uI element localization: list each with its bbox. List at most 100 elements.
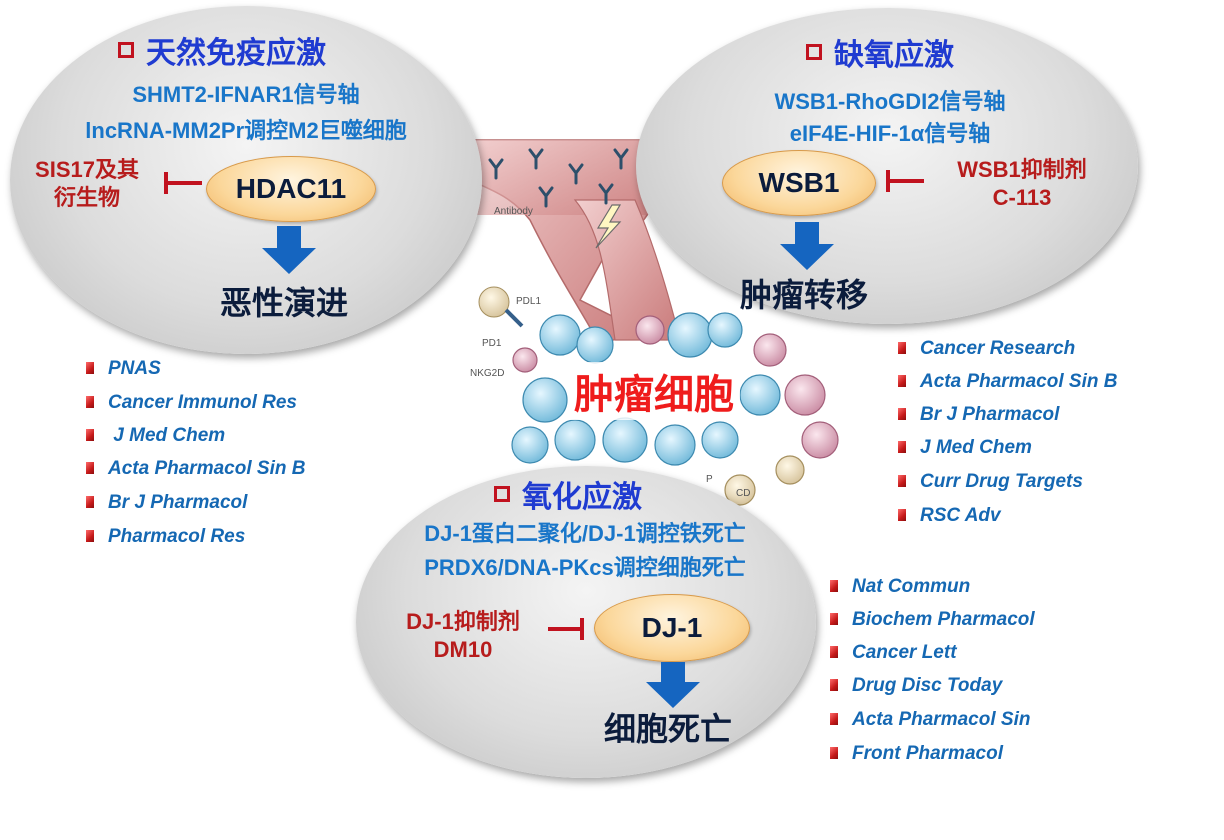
- reference-item: Biochem Pharmacol: [830, 609, 1035, 642]
- reference-item: Curr Drug Targets: [898, 471, 1117, 505]
- fragment-label-cd: CD: [736, 488, 750, 499]
- bullet-icon: [86, 496, 94, 508]
- reference-text: RSC Adv: [920, 505, 1001, 526]
- bullet-icon: [898, 441, 906, 453]
- bullet-icon: [898, 408, 906, 420]
- reference-text: Biochem Pharmacol: [852, 609, 1035, 630]
- reference-text: J Med Chem: [108, 425, 226, 446]
- hypoxia-inhibitor-line-2: C-113: [992, 185, 1052, 210]
- hypoxia-inhibitor: WSB1抑制剂 C-113: [942, 156, 1102, 212]
- bullet-icon: [830, 679, 838, 691]
- innate-title-text: 天然免疫应激: [146, 37, 326, 70]
- hypoxia-line-2: eIF4E-HIF-1α信号轴: [789, 121, 991, 146]
- down-arrow-icon: [780, 222, 834, 270]
- hypoxia-outcome: 肿瘤转移: [740, 277, 869, 313]
- fragment-label-p: P: [706, 474, 713, 485]
- reference-item: J Med Chem: [86, 425, 305, 458]
- innate-line-1: SHMT2-IFNAR1信号轴: [132, 82, 360, 107]
- hypoxia-title-text: 缺氧应激: [834, 39, 954, 72]
- hypoxia-reference-list: Cancer Research Acta Pharmacol Sin B Br …: [898, 338, 1117, 539]
- reference-text: Cancer Immunol Res: [108, 392, 297, 413]
- bullet-icon: [86, 362, 94, 374]
- lightning-icon: [595, 204, 622, 249]
- reference-text: Front Pharmacol: [852, 743, 1003, 764]
- hypoxia-inhibitor-line-1: WSB1抑制剂: [957, 157, 1087, 182]
- reference-text: Br J Pharmacol: [108, 492, 248, 513]
- reference-item: Front Pharmacol: [830, 743, 1035, 777]
- bullet-icon: [898, 342, 906, 354]
- oxidative-stress-title: 氧化应激: [494, 472, 642, 516]
- innate-inhibitor-line-2: 衍生物: [53, 185, 120, 210]
- hypoxia-stress-ellipse: [636, 8, 1138, 324]
- reference-text: PNAS: [108, 358, 161, 379]
- reference-text: Acta Pharmacol Sin: [852, 709, 1031, 730]
- antibody-label: Antibody: [494, 206, 533, 217]
- innate-inhibitor: SIS17及其 衍生物: [22, 156, 152, 212]
- reference-item: J Med Chem: [898, 437, 1117, 471]
- down-arrow-icon: [262, 226, 316, 274]
- checkbox-icon: [806, 44, 822, 60]
- checkbox-icon: [494, 486, 510, 502]
- checkbox-icon: [118, 42, 134, 58]
- dj1-node: DJ-1: [594, 594, 750, 662]
- bullet-icon: [898, 375, 906, 387]
- innate-reference-list: PNAS Cancer Immunol Res J Med Chem Acta …: [86, 358, 305, 560]
- reference-item: Nat Commun: [830, 576, 1035, 609]
- innate-line-2: lncRNA-MM2Pr调控M2巨噬细胞: [85, 118, 407, 143]
- reference-item: Acta Pharmacol Sin: [830, 709, 1035, 743]
- reference-text: Br J Pharmacol: [920, 404, 1060, 425]
- bullet-icon: [86, 530, 94, 542]
- reference-text: Cancer Lett: [852, 642, 957, 663]
- reference-item: Br J Pharmacol: [86, 492, 305, 526]
- reference-text: Acta Pharmacol Sin B: [108, 458, 306, 479]
- hdac11-node: HDAC11: [206, 156, 376, 222]
- reference-item: Cancer Research: [898, 338, 1117, 371]
- reference-text: Drug Disc Today: [852, 675, 1003, 696]
- receptor-stalk: [504, 308, 524, 328]
- inhibit-icon: [164, 172, 202, 194]
- tumor-cell-cluster: [511, 312, 839, 506]
- bullet-icon: [830, 713, 838, 725]
- oxidative-line-1: DJ-1蛋白二聚化/DJ-1调控铁死亡: [424, 521, 746, 546]
- reference-item: Pharmacol Res: [86, 526, 305, 560]
- nkg2d-label: NKG2D: [470, 368, 504, 379]
- oxidative-reference-list: Nat Commun Biochem Pharmacol Cancer Lett…: [830, 576, 1035, 777]
- reference-item: PNAS: [86, 358, 305, 392]
- tumor-cell-label: 肿瘤细胞: [568, 362, 740, 420]
- reference-text: J Med Chem: [920, 437, 1032, 458]
- pdl1-label: PDL1: [516, 296, 541, 307]
- bullet-icon: [830, 646, 838, 658]
- oxidative-inhibitor-line-2: DM10: [433, 637, 493, 662]
- reference-item: Cancer Immunol Res: [86, 392, 305, 425]
- reference-text: Acta Pharmacol Sin B: [920, 371, 1118, 392]
- reference-text: Curr Drug Targets: [920, 471, 1083, 492]
- bullet-icon: [86, 396, 94, 408]
- oxidative-inhibitor-line-1: DJ-1抑制剂: [406, 609, 520, 634]
- oxidative-outcome: 细胞死亡: [604, 711, 733, 747]
- reference-item: Acta Pharmacol Sin B: [86, 458, 305, 492]
- down-arrow-icon: [646, 662, 700, 708]
- reference-item: Acta Pharmacol Sin B: [898, 371, 1117, 404]
- reference-item: Cancer Lett: [830, 642, 1035, 675]
- reference-item: RSC Adv: [898, 505, 1117, 539]
- innate-outcome: 恶性演进: [220, 285, 349, 321]
- bullet-icon: [86, 429, 94, 441]
- bullet-icon: [830, 747, 838, 759]
- reference-text: Nat Commun: [852, 576, 971, 597]
- bullet-icon: [86, 462, 94, 474]
- hypoxia-stress-title: 缺氧应激: [806, 30, 954, 74]
- bullet-icon: [898, 509, 906, 521]
- innate-stress-title: 天然免疫应激: [118, 28, 326, 72]
- inhibit-icon: [886, 170, 924, 192]
- pd1-label: PD1: [482, 338, 502, 349]
- hypoxia-line-1: WSB1-RhoGDI2信号轴: [774, 89, 1006, 114]
- reference-text: Cancer Research: [920, 338, 1076, 359]
- reference-item: Br J Pharmacol: [898, 404, 1117, 437]
- wsb1-node: WSB1: [722, 150, 876, 216]
- bullet-icon: [898, 475, 906, 487]
- oxidative-title-text: 氧化应激: [522, 481, 642, 514]
- inhibit-icon: [548, 618, 584, 640]
- reference-item: Drug Disc Today: [830, 675, 1035, 709]
- bullet-icon: [830, 580, 838, 592]
